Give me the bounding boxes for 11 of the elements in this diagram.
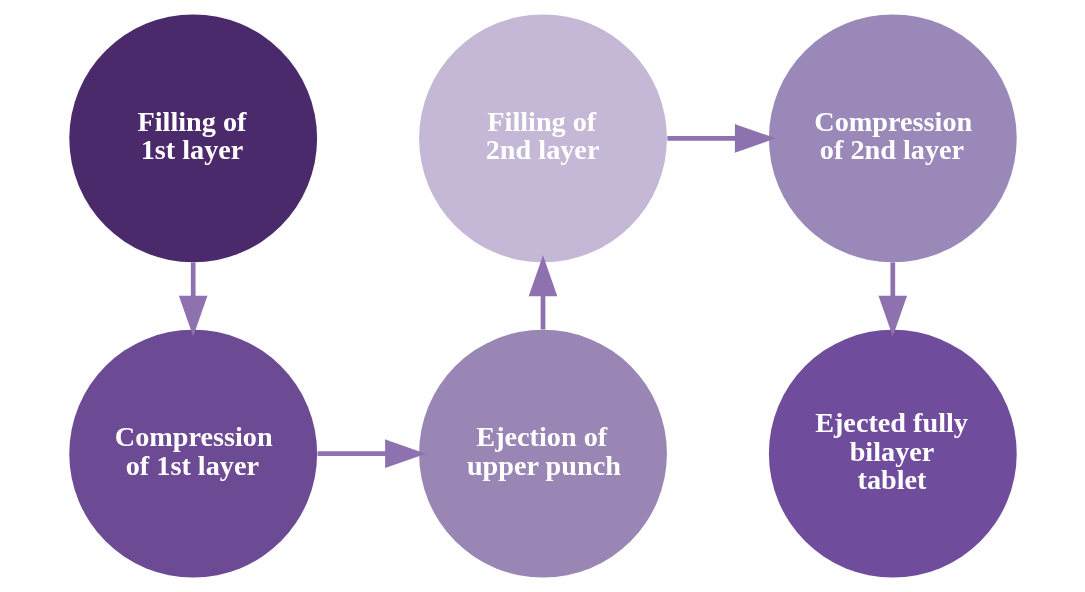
node-circle: Ejection of upper punch — [418, 329, 667, 578]
arrow — [528, 255, 557, 330]
node-circle: Filling of 1st layer — [68, 14, 317, 263]
arrow — [666, 124, 776, 153]
arrow — [178, 262, 207, 337]
node-circle: Compression of 1st layer — [68, 329, 317, 578]
node-circle: Ejected fully bilayer tablet — [768, 329, 1017, 578]
arrow — [878, 262, 907, 337]
arrow — [317, 439, 426, 468]
node-circle: Compression of 2nd layer — [768, 14, 1017, 263]
node-circle: Filling of 2nd layer — [418, 14, 667, 263]
